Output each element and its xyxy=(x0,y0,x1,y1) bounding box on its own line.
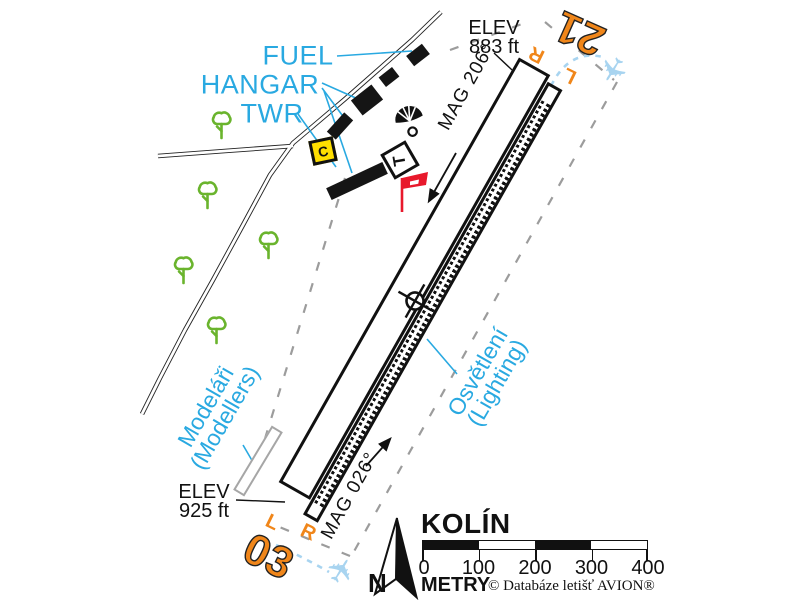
signal-square-c: C xyxy=(308,136,338,166)
scale-tick-label: 0 xyxy=(418,557,430,579)
parachute-icon xyxy=(385,97,435,148)
circuit-arcs xyxy=(275,54,604,574)
elev-label-ne: ELEV 883 ft xyxy=(468,17,520,58)
scale-seg xyxy=(535,541,591,549)
copyright-text: © Databáze letišť AVION® xyxy=(488,578,655,594)
elev-ne-line2: 883 ft xyxy=(468,36,520,58)
scale-seg xyxy=(479,541,535,549)
scale-unit-label: METRY xyxy=(421,574,491,596)
scale-numbers: 0 100 200 300 400 xyxy=(418,557,664,579)
north-label: N xyxy=(368,568,387,598)
tree-icon xyxy=(258,231,279,260)
north-arrow-icon xyxy=(373,517,419,600)
fuel-label: FUEL xyxy=(262,40,334,71)
boundary-dashes xyxy=(254,21,618,558)
scale-tick-label: 100 xyxy=(461,557,496,579)
elev-sw-line2: 925 ft xyxy=(178,500,230,522)
windsock-icon xyxy=(398,172,438,217)
scale-ticks xyxy=(422,550,648,561)
road-lines xyxy=(139,10,443,416)
hangar-label: HANGAR xyxy=(200,69,320,100)
scale-seg xyxy=(591,541,647,549)
chart-title: KOLÍN xyxy=(421,508,511,539)
scale-tick-label: 200 xyxy=(518,557,552,579)
tree-icon xyxy=(197,181,218,210)
signal-square-letter: C xyxy=(316,142,330,160)
elev-label-sw: ELEV 925 ft xyxy=(178,481,230,522)
scale-tick-label: 400 xyxy=(631,557,665,579)
scale-seg xyxy=(423,541,479,549)
landing-t-letter: T xyxy=(389,153,410,167)
elev-sw-line1: ELEV xyxy=(178,481,230,503)
twr-label: TWR xyxy=(240,98,304,129)
tree-icon xyxy=(173,256,194,285)
mag-heading-arrows xyxy=(365,152,457,467)
scale-bar xyxy=(422,540,648,550)
arp-symbol-icon xyxy=(385,271,445,331)
elev-ne-line1: ELEV xyxy=(468,17,520,39)
scale-tick-label: 300 xyxy=(574,557,609,579)
tree-icon xyxy=(211,111,232,140)
tree-icon xyxy=(206,316,227,345)
